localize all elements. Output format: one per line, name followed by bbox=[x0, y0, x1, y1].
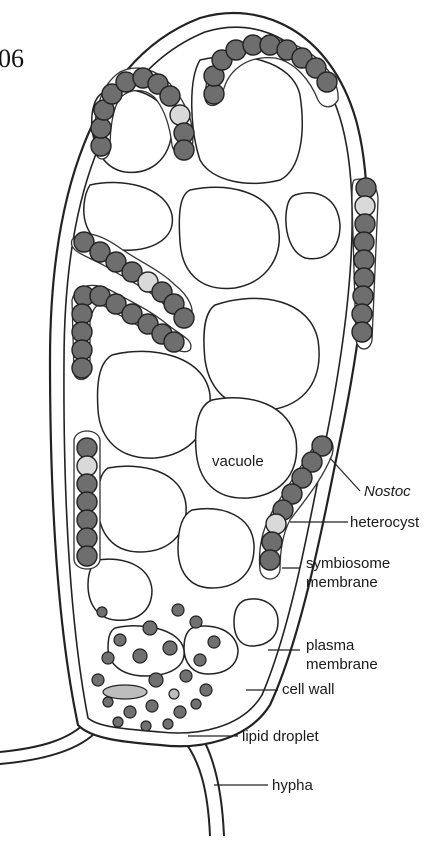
nostoc-filament-lower-left bbox=[74, 431, 100, 569]
vacuole bbox=[286, 193, 340, 259]
label-lipid-droplet: lipid droplet bbox=[242, 728, 320, 745]
label-symbiosome-line1: symbiosome bbox=[306, 555, 390, 572]
label-plasma-line1: plasma bbox=[306, 637, 355, 654]
vacuole bbox=[196, 398, 297, 498]
vacuole bbox=[204, 298, 319, 410]
vacuole bbox=[234, 599, 278, 646]
vacuole bbox=[178, 509, 254, 588]
label-hypha: hypha bbox=[272, 777, 314, 794]
label-vacuole: vacuole bbox=[212, 453, 264, 470]
label-heterocyst: heterocyst bbox=[350, 514, 420, 531]
vacuole bbox=[98, 466, 186, 552]
label-plasma-line2: membrane bbox=[306, 656, 378, 673]
nostoc-filament-right bbox=[352, 178, 378, 349]
vacuole bbox=[179, 187, 279, 288]
vacuole bbox=[184, 626, 238, 674]
label-cell-wall: cell wall bbox=[282, 681, 335, 698]
vacuole bbox=[98, 351, 211, 458]
label-nostoc: Nostoc bbox=[364, 483, 411, 500]
page-fragment-text: 06 bbox=[0, 44, 24, 74]
label-symbiosome-line2: membrane bbox=[306, 574, 378, 591]
